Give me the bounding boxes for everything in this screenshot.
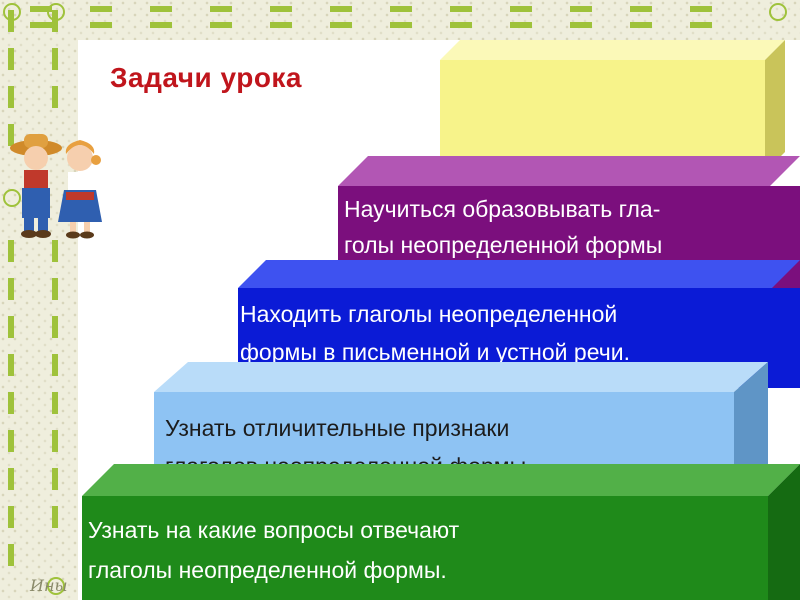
step-base-line-1: Узнать на какие вопросы отвечают bbox=[88, 512, 459, 548]
slide-title: Задачи урока bbox=[110, 62, 302, 94]
children-illustration bbox=[6, 130, 116, 240]
step-3-line-1: Научиться образовывать гла- bbox=[344, 191, 660, 227]
author-signature: Ины bbox=[30, 576, 68, 595]
step-1-line-1: Узнать отличительные признаки bbox=[165, 410, 509, 446]
step-base-line-2: глаголы неопределенной формы. bbox=[88, 552, 447, 588]
step-2-line-1: Находить глаголы неопределенной bbox=[240, 296, 617, 332]
